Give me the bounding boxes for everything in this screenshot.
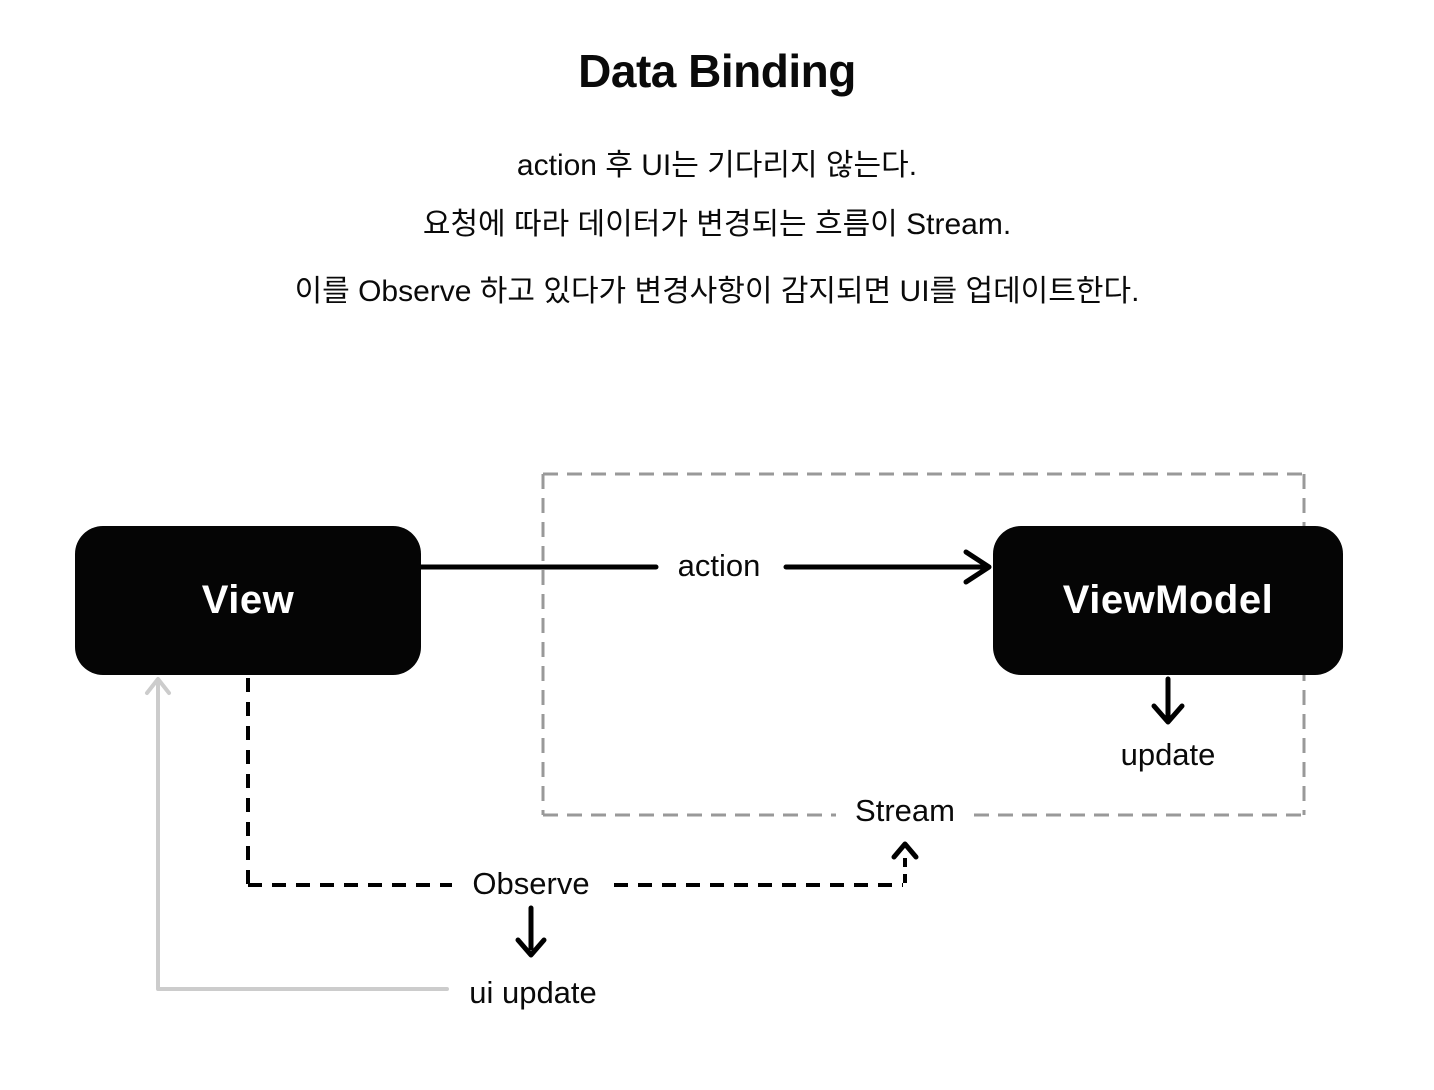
observe-down-arrowhead-icon	[515, 937, 547, 958]
action-arrow	[418, 549, 992, 585]
viewmodel-node: ViewModel	[993, 526, 1343, 675]
observe-down-arrow	[515, 905, 547, 958]
stream-label: Stream	[845, 793, 965, 829]
update-label: update	[1120, 737, 1216, 772]
description-line-2: 요청에 따라 데이터가 변경되는 흐름이 Stream.	[422, 208, 1012, 241]
ui-update-arrowhead-icon	[145, 677, 171, 695]
action-arrowhead-icon	[963, 549, 992, 585]
update-arrow	[1151, 676, 1185, 725]
view-node: View	[75, 526, 421, 675]
observe-dashed-path	[246, 678, 907, 887]
stream-up-arrowhead-icon	[891, 841, 919, 860]
page-title: Data Binding	[578, 45, 856, 97]
description-line-1: action 후 UI는 기다리지 않는다.	[516, 149, 918, 182]
view-node-label: View	[201, 578, 295, 622]
action-label: action	[667, 548, 771, 584]
observe-label: Observe	[462, 866, 600, 902]
viewmodel-node-label: ViewModel	[1062, 578, 1274, 622]
ui-update-label: ui update	[469, 975, 597, 1010]
description-line-3: 이를 Observe 하고 있다가 변경사항이 감지되면 UI를 업데이트한다.	[294, 275, 1140, 308]
ui-update-arrow	[145, 677, 449, 991]
update-arrowhead-icon	[1151, 703, 1185, 725]
